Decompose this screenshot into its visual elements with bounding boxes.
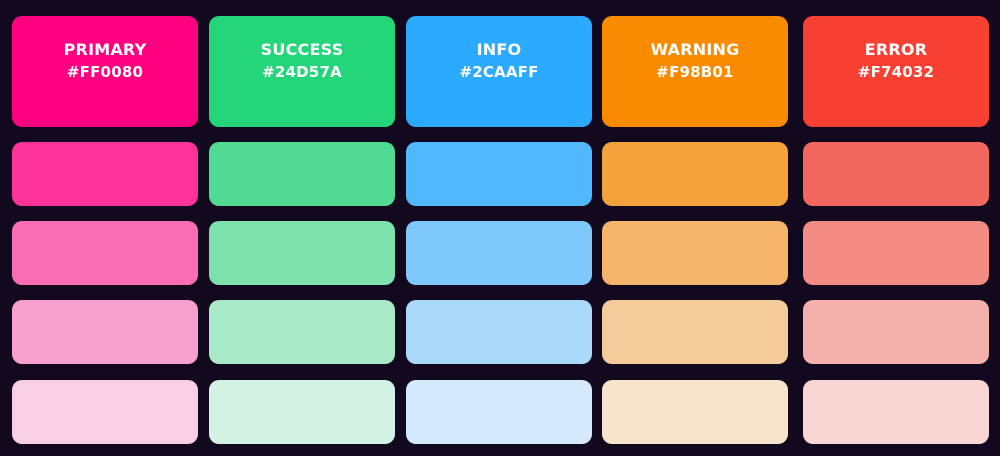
swatch-error[interactable]: ERROR #F74032 xyxy=(803,16,989,127)
swatch-info[interactable]: INFO #2CAAFF xyxy=(406,16,592,127)
swatch-name: SUCCESS xyxy=(260,39,344,59)
swatch-name: ERROR xyxy=(864,39,928,59)
swatch-error-tint-2[interactable] xyxy=(803,221,989,285)
palette-column-info: INFO #2CAAFF xyxy=(406,16,592,446)
swatch-error-tint-1[interactable] xyxy=(803,142,989,206)
swatch-primary-tint-1[interactable] xyxy=(12,142,198,206)
swatch-name: INFO xyxy=(476,39,522,59)
palette-column-error: ERROR #F74032 xyxy=(803,16,989,446)
swatch-warning-tint-4[interactable] xyxy=(602,380,788,444)
swatch-info-tint-3[interactable] xyxy=(406,300,592,364)
palette-column-primary: PRIMARY #FF0080 xyxy=(12,16,198,446)
swatch-name: WARNING xyxy=(650,39,740,59)
palette-column-warning: WARNING #F98B01 xyxy=(602,16,788,446)
swatch-success-tint-2[interactable] xyxy=(209,221,395,285)
swatch-warning-tint-2[interactable] xyxy=(602,221,788,285)
swatch-info-tint-1[interactable] xyxy=(406,142,592,206)
swatch-hex: #24D57A xyxy=(262,62,342,81)
swatch-primary-tint-2[interactable] xyxy=(12,221,198,285)
swatch-error-tint-4[interactable] xyxy=(803,380,989,444)
swatch-hex: #2CAAFF xyxy=(459,62,539,81)
swatch-hex: #FF0080 xyxy=(66,62,144,81)
swatch-primary[interactable]: PRIMARY #FF0080 xyxy=(12,16,198,127)
swatch-success-tint-3[interactable] xyxy=(209,300,395,364)
swatch-hex: #F98B01 xyxy=(656,62,734,81)
palette-column-success: SUCCESS #24D57A xyxy=(209,16,395,446)
swatch-name: PRIMARY xyxy=(63,39,147,59)
swatch-primary-tint-4[interactable] xyxy=(12,380,198,444)
swatch-warning-tint-3[interactable] xyxy=(602,300,788,364)
swatch-primary-tint-3[interactable] xyxy=(12,300,198,364)
swatch-warning[interactable]: WARNING #F98B01 xyxy=(602,16,788,127)
swatch-success-tint-4[interactable] xyxy=(209,380,395,444)
swatch-info-tint-2[interactable] xyxy=(406,221,592,285)
swatch-warning-tint-1[interactable] xyxy=(602,142,788,206)
swatch-error-tint-3[interactable] xyxy=(803,300,989,364)
swatch-success[interactable]: SUCCESS #24D57A xyxy=(209,16,395,127)
swatch-hex: #F74032 xyxy=(857,62,935,81)
swatch-success-tint-1[interactable] xyxy=(209,142,395,206)
swatch-info-tint-4[interactable] xyxy=(406,380,592,444)
